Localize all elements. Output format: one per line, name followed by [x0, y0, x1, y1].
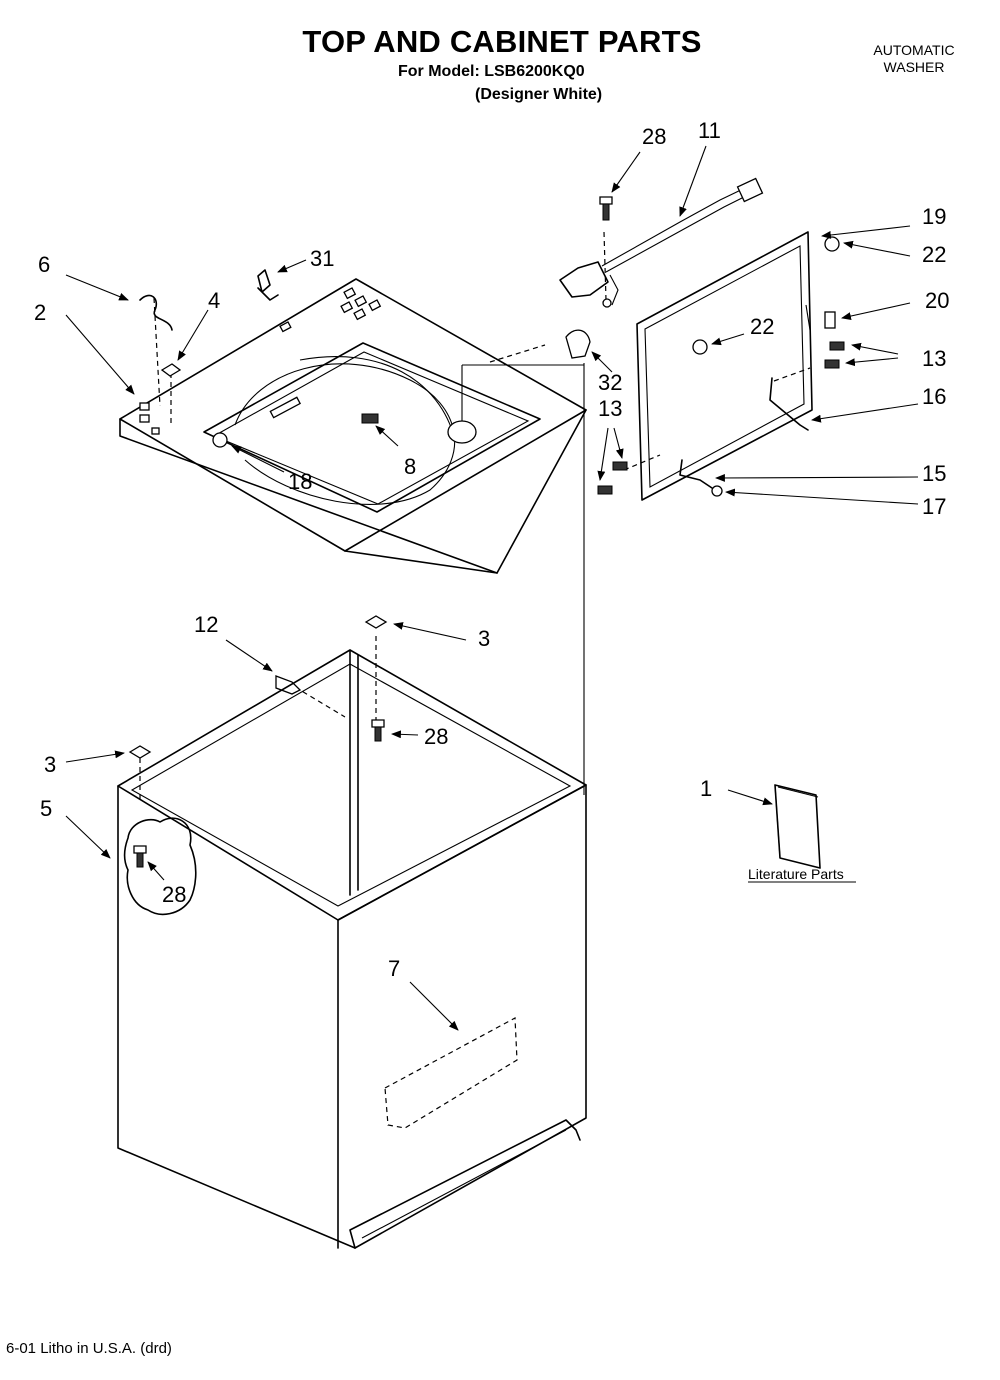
model-number: For Model: LSB6200KQ0 [398, 63, 585, 80]
appliance-type-line-2: WASHER [883, 59, 945, 75]
callout-28-bottom: 28 [162, 882, 186, 907]
callout-7: 7 [388, 956, 400, 981]
callout-22-lid: 22 [750, 314, 774, 339]
hardware-parts [128, 196, 845, 868]
callout-6: 6 [38, 252, 50, 277]
callout-17: 17 [922, 494, 946, 519]
callout-8: 8 [404, 454, 416, 479]
appliance-type: AUTOMATIC WASHER [862, 42, 966, 76]
appliance-type-line-1: AUTOMATIC [873, 42, 955, 58]
page-title: TOP AND CABINET PARTS [302, 24, 702, 59]
callout-13-left: 13 [598, 396, 622, 421]
lid-switch-harness [559, 177, 764, 308]
callout-15: 15 [922, 461, 946, 486]
callout-16: 16 [922, 384, 946, 409]
washer-cabinet [117, 649, 587, 1249]
callout-28-top: 28 [642, 124, 666, 149]
callout-28-mid: 28 [424, 724, 448, 749]
washer-top-panel [119, 278, 587, 574]
print-footer: 6-01 Litho in U.S.A. (drd) [6, 1340, 172, 1357]
callout-20: 20 [925, 288, 949, 313]
callout-3-left: 3 [44, 752, 56, 777]
callout-31: 31 [310, 246, 334, 271]
callout-leaders [65, 145, 919, 1031]
callout-22-right: 22 [922, 242, 946, 267]
callout-3-right: 3 [478, 626, 490, 651]
literature-book-icon [774, 784, 821, 869]
callout-2: 2 [34, 300, 46, 325]
callout-labels: 6 2 4 31 28 11 19 22 20 22 13 16 15 17 1… [34, 118, 949, 981]
callout-4: 4 [208, 288, 220, 313]
callout-13-right: 13 [922, 346, 946, 371]
callout-1: 1 [700, 776, 712, 801]
callout-5: 5 [40, 796, 52, 821]
washer-lid [636, 231, 813, 501]
callout-32: 32 [598, 370, 622, 395]
callout-11: 11 [698, 118, 721, 143]
model-color: (Designer White) [475, 86, 603, 103]
callout-19: 19 [922, 204, 946, 229]
callout-18: 18 [288, 469, 312, 494]
callout-12: 12 [194, 612, 218, 637]
literature-parts-label: Literature Parts [748, 866, 844, 882]
